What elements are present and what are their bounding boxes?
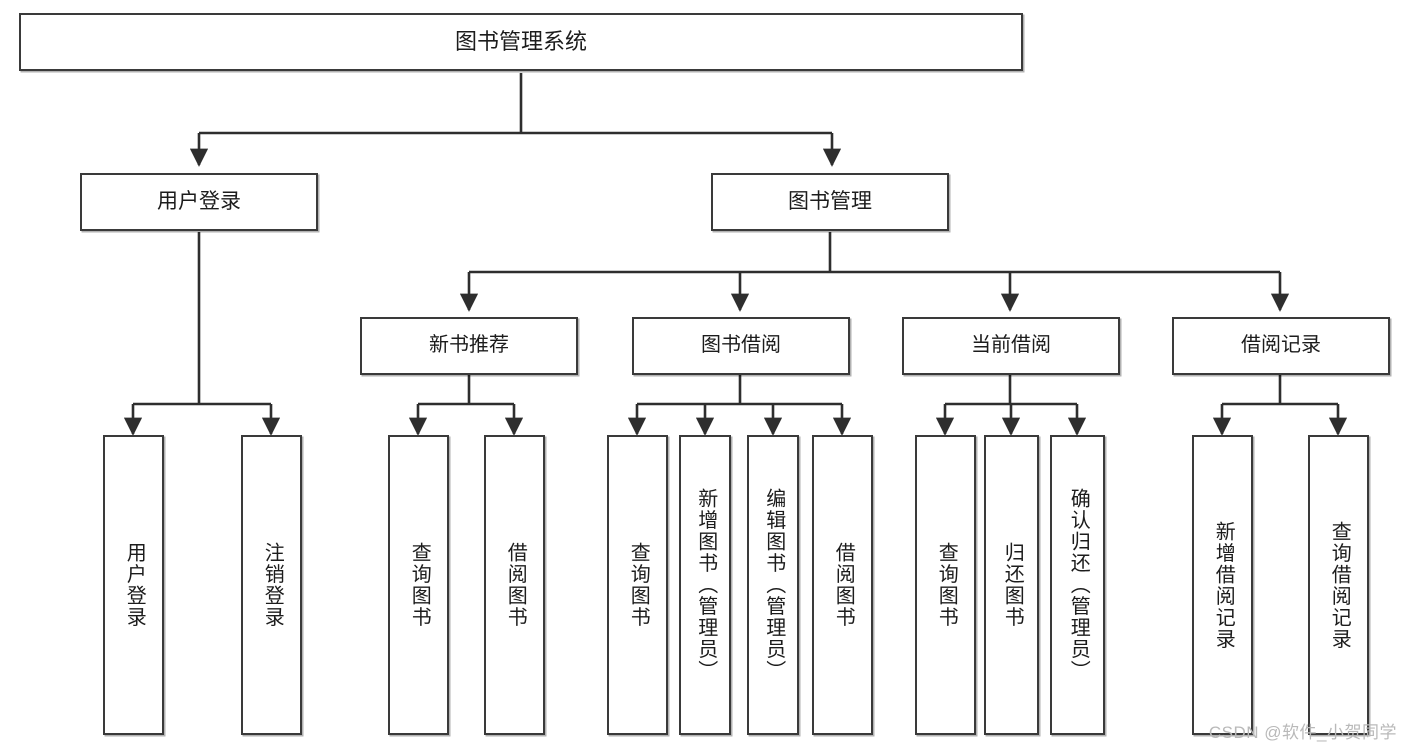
node-new-book-rec[interactable]: 新书推荐 — [360, 317, 578, 375]
node-current-borrow-label: 当前借阅 — [971, 334, 1051, 357]
node-user-login-label: 用户登录 — [157, 189, 241, 213]
leaf-query-book-1-label: 查询图书 — [408, 542, 431, 628]
leaf-logout-label: 注销登录 — [261, 542, 284, 628]
node-borrow-record[interactable]: 借阅记录 — [1172, 317, 1390, 375]
leaf-borrow-book-2-label: 借阅图书 — [832, 542, 855, 628]
leaf-user-login-label: 用户登录 — [123, 542, 146, 628]
node-current-borrow[interactable]: 当前借阅 — [902, 317, 1120, 375]
leaf-return-book-label: 归还图书 — [1001, 542, 1024, 628]
leaf-add-record-label: 新增借阅记录 — [1212, 520, 1235, 650]
node-new-book-rec-label: 新书推荐 — [429, 334, 509, 357]
leaf-borrow-book-1-label: 借阅图书 — [504, 542, 527, 628]
leaf-query-book-3[interactable]: 查询图书 — [915, 435, 976, 735]
leaf-borrow-book-1[interactable]: 借阅图书 — [484, 435, 545, 735]
node-book-borrow-label: 图书借阅 — [701, 334, 781, 357]
leaf-add-record[interactable]: 新增借阅记录 — [1192, 435, 1253, 735]
leaf-add-book-label: 新增图书（管理员） — [694, 488, 717, 682]
csdn-watermark: CSDN @软件_小贺同学 — [1208, 723, 1397, 742]
leaf-add-book[interactable]: 新增图书（管理员） — [679, 435, 731, 735]
leaf-return-book[interactable]: 归还图书 — [984, 435, 1039, 735]
leaf-query-book-2-label: 查询图书 — [627, 542, 650, 628]
leaf-confirm-return[interactable]: 确认归还（管理员） — [1050, 435, 1105, 735]
node-root[interactable]: 图书管理系统 — [19, 13, 1023, 71]
leaf-query-book-2[interactable]: 查询图书 — [607, 435, 668, 735]
leaf-edit-book-label: 编辑图书（管理员） — [762, 488, 785, 682]
node-borrow-record-label: 借阅记录 — [1241, 334, 1321, 357]
leaf-confirm-return-label: 确认归还（管理员） — [1067, 488, 1090, 682]
node-book-manage-label: 图书管理 — [788, 189, 872, 213]
leaf-edit-book[interactable]: 编辑图书（管理员） — [747, 435, 799, 735]
leaf-query-book-1[interactable]: 查询图书 — [388, 435, 449, 735]
node-user-login[interactable]: 用户登录 — [80, 173, 318, 231]
node-root-label: 图书管理系统 — [454, 29, 587, 55]
leaf-logout[interactable]: 注销登录 — [241, 435, 302, 735]
leaf-user-login[interactable]: 用户登录 — [103, 435, 164, 735]
node-book-borrow[interactable]: 图书借阅 — [632, 317, 850, 375]
leaf-query-record-label: 查询借阅记录 — [1328, 520, 1351, 650]
node-book-manage[interactable]: 图书管理 — [711, 173, 949, 231]
leaf-query-record[interactable]: 查询借阅记录 — [1308, 435, 1369, 735]
leaf-borrow-book-2[interactable]: 借阅图书 — [812, 435, 873, 735]
leaf-query-book-3-label: 查询图书 — [935, 542, 958, 628]
